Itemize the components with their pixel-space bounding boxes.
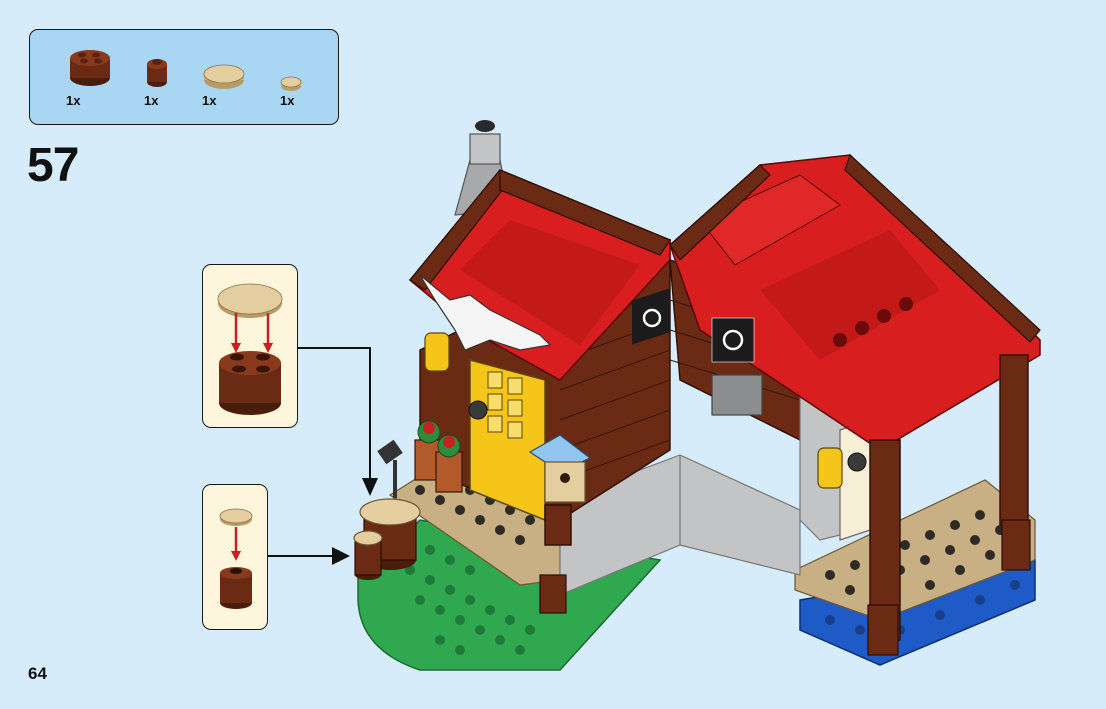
callout-arrow-1 xyxy=(298,348,370,480)
page-number: 64 xyxy=(28,664,47,684)
